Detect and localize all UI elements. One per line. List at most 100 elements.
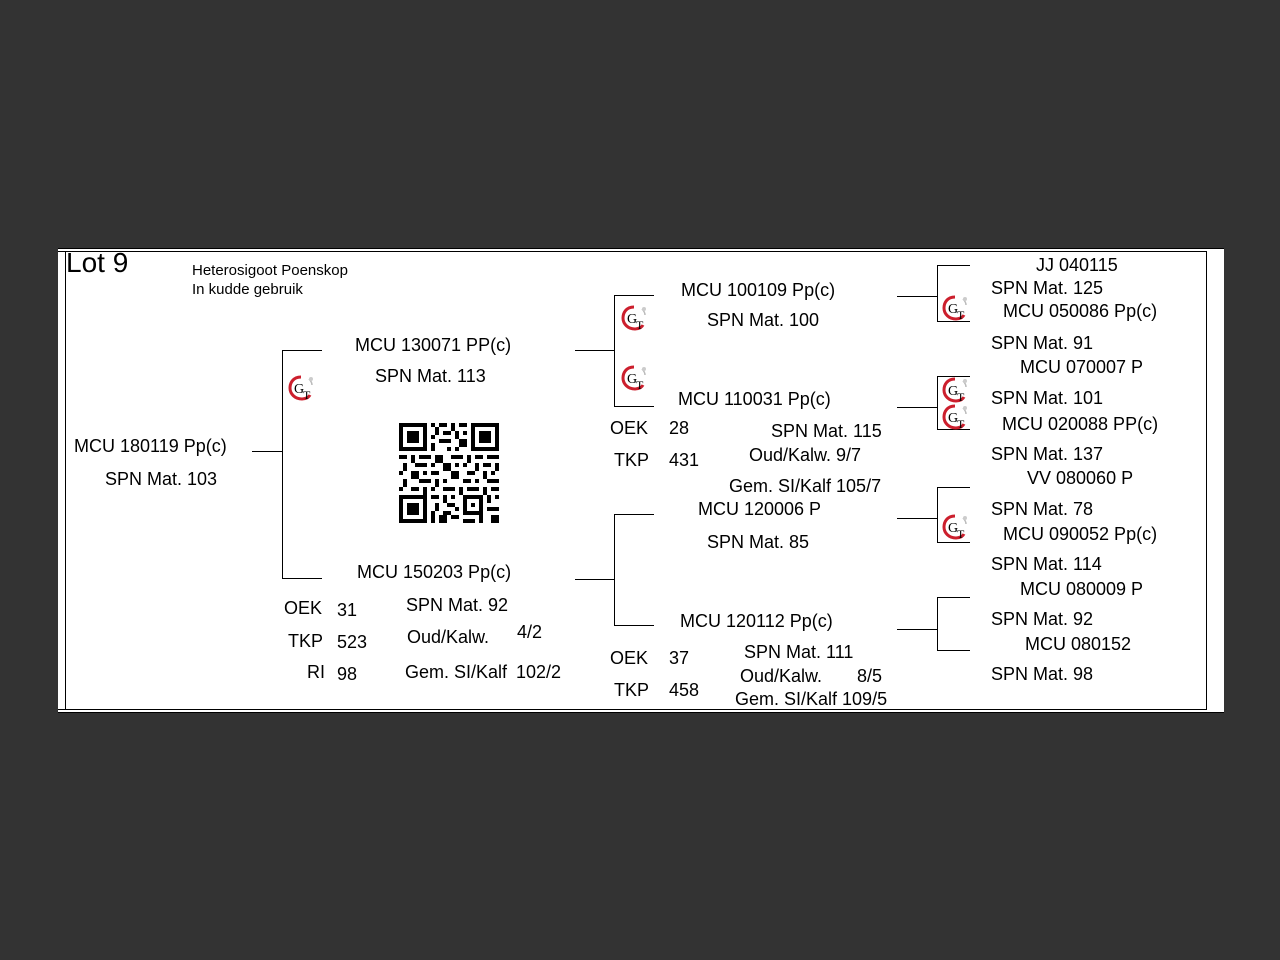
dd-tkp-value: 458 xyxy=(669,680,700,700)
connector-ss xyxy=(614,295,654,296)
connector-ss-out xyxy=(897,296,938,297)
svg-text:T: T xyxy=(303,388,311,402)
bottom-rule-inner xyxy=(58,709,1207,710)
g4-0-spn: SPN Mat. 125 xyxy=(991,278,1104,298)
connector-g4-5 xyxy=(937,542,970,543)
g4-3-id: MCU 020088 PP(c) xyxy=(1002,414,1159,434)
gt-logo-icon: GT xyxy=(288,375,313,402)
g4-1-id: MCU 050086 Pp(c) xyxy=(1003,301,1158,321)
sd-oek-label: OEK xyxy=(610,418,649,438)
dam-oud-label: Oud/Kalw. xyxy=(407,627,490,647)
dd-oud-label: Oud/Kalw. xyxy=(740,666,823,686)
svg-text:T: T xyxy=(957,417,965,431)
ss-spn: SPN Mat. 100 xyxy=(707,310,820,330)
connector-dam xyxy=(282,578,322,579)
subject-spn: SPN Mat. 103 xyxy=(105,469,218,489)
svg-text:T: T xyxy=(957,308,965,322)
connector-sire-vertical xyxy=(614,295,615,407)
g4-2-id: MCU 070007 P xyxy=(1020,357,1144,377)
dd-spn: SPN Mat. 111 xyxy=(744,642,854,662)
connector-g4-6 xyxy=(937,597,970,598)
gt-logo-icon: GT xyxy=(942,514,967,541)
svg-text:T: T xyxy=(636,378,644,392)
top-rule-inner xyxy=(58,251,1207,252)
connector-g4-3 xyxy=(937,429,970,430)
svg-text:T: T xyxy=(636,318,644,332)
sire-spn: SPN Mat. 113 xyxy=(375,366,486,386)
dam-ri-value: 98 xyxy=(337,664,358,684)
dd-gem: Gem. SI/Kalf 109/5 xyxy=(735,689,888,709)
sd-oek-value: 28 xyxy=(669,418,690,438)
connector-sd xyxy=(614,406,654,407)
gt-logo-icon: GT xyxy=(621,305,646,332)
sd-tkp-label: TKP xyxy=(614,450,650,470)
connector-sd-vertical xyxy=(937,376,938,430)
ds-id: MCU 120006 P xyxy=(698,499,822,519)
g4-5-spn: SPN Mat. 114 xyxy=(991,554,1102,574)
svg-text:G: G xyxy=(294,382,304,397)
left-rule xyxy=(65,251,66,710)
pedigree-sheet: Lot 9 Heterosigoot Poenskop In kudde geb… xyxy=(58,248,1224,713)
g4-4-spn: SPN Mat. 78 xyxy=(991,499,1094,519)
g4-7-id: MCU 080152 xyxy=(1025,634,1132,654)
dd-id: MCU 120112 Pp(c) xyxy=(680,611,833,631)
g4-3-spn: SPN Mat. 137 xyxy=(991,444,1104,464)
connector-g4-7 xyxy=(937,650,970,651)
svg-text:T: T xyxy=(957,527,965,541)
g4-7-spn: SPN Mat. 98 xyxy=(991,664,1094,684)
g4-0-id: JJ 040115 xyxy=(1036,255,1118,275)
connector-dam-out xyxy=(575,579,615,580)
note-line-2: In kudde gebruik xyxy=(192,281,303,298)
connector-dd xyxy=(614,625,654,626)
sd-oud: Oud/Kalw. 9/7 xyxy=(749,445,862,465)
ss-id: MCU 100109 Pp(c) xyxy=(681,280,836,300)
g4-5-id: MCU 090052 Pp(c) xyxy=(1003,524,1158,544)
connector-ds-vertical xyxy=(937,487,938,543)
dd-tkp-label: TKP xyxy=(614,680,650,700)
dam-oek-value: 31 xyxy=(337,600,358,620)
gt-logo-icon: GT xyxy=(942,377,967,404)
svg-text:G: G xyxy=(948,302,958,317)
dd-oek-value: 37 xyxy=(669,648,690,668)
lot-title: Lot 9 xyxy=(66,247,129,278)
svg-text:G: G xyxy=(627,372,637,387)
sd-tkp-value: 431 xyxy=(669,450,700,470)
connector-g4-0 xyxy=(937,265,970,266)
connector-g4-2 xyxy=(937,376,970,377)
connector-ds-out xyxy=(897,518,938,519)
dam-oek-label: OEK xyxy=(284,598,323,618)
connector-ds xyxy=(614,514,654,515)
gt-logo-icon: GT xyxy=(942,295,967,322)
right-rule xyxy=(1206,251,1207,710)
dam-spn: SPN Mat. 92 xyxy=(406,595,509,615)
svg-text:G: G xyxy=(948,521,958,536)
dam-gem-value: 102/2 xyxy=(516,662,562,682)
svg-text:T: T xyxy=(957,390,965,404)
sd-spn: SPN Mat. 115 xyxy=(771,421,882,441)
ds-spn: SPN Mat. 85 xyxy=(707,532,810,552)
connector-subject xyxy=(252,451,283,452)
dd-oud-value: 8/5 xyxy=(857,666,883,686)
connector-gen2-vertical xyxy=(282,350,283,579)
sd-gem: Gem. SI/Kalf 105/7 xyxy=(729,476,882,496)
connector-dd-out xyxy=(897,629,938,630)
dam-tkp-value: 523 xyxy=(337,632,368,652)
connector-dam-vertical xyxy=(614,514,615,626)
svg-text:G: G xyxy=(948,384,958,399)
g4-1-spn: SPN Mat. 91 xyxy=(991,333,1094,353)
dam-oud-value: 4/2 xyxy=(517,622,543,642)
top-rule-outer xyxy=(58,248,1224,249)
connector-ss-vertical xyxy=(937,265,938,322)
g4-2-spn: SPN Mat. 101 xyxy=(991,388,1104,408)
g4-6-spn: SPN Mat. 92 xyxy=(991,609,1094,629)
dam-id: MCU 150203 Pp(c) xyxy=(357,562,512,582)
connector-dd-vertical xyxy=(937,597,938,651)
bottom-rule-outer xyxy=(58,712,1224,713)
sire-id: MCU 130071 PP(c) xyxy=(355,335,512,355)
g4-4-id: VV 080060 P xyxy=(1027,468,1134,488)
g4-6-id: MCU 080009 P xyxy=(1020,579,1144,599)
connector-sd-out xyxy=(897,407,938,408)
connector-g4-1 xyxy=(937,321,970,322)
gt-logo-icon: GT xyxy=(621,365,646,392)
sd-id: MCU 110031 Pp(c) xyxy=(678,389,831,409)
